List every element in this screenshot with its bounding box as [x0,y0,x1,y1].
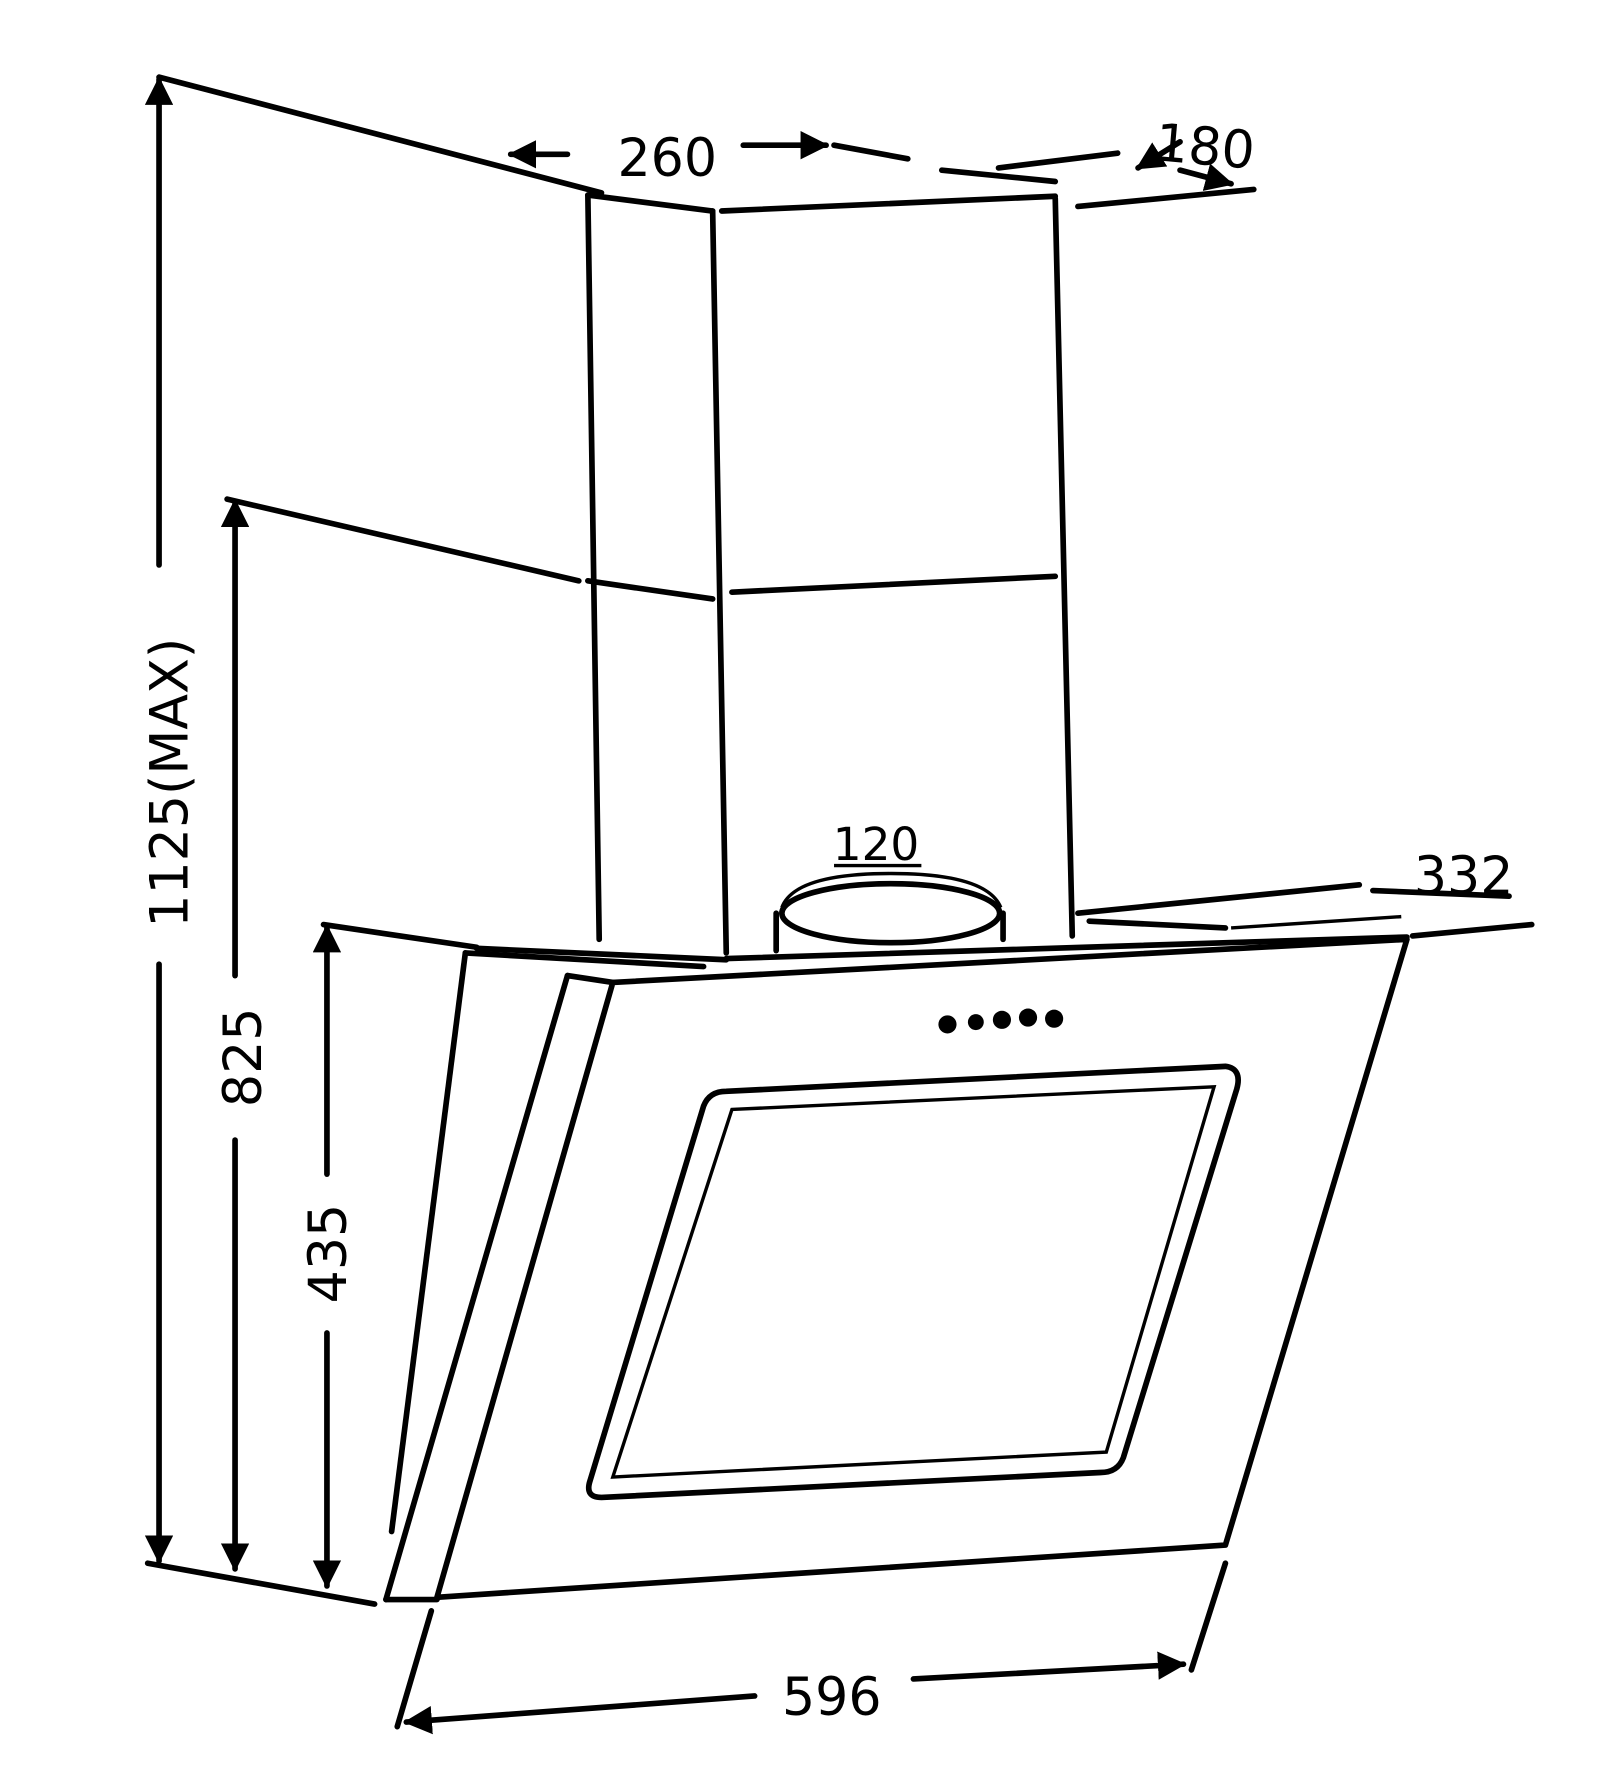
hood-width-dimension: 596 [394,1560,1229,1735]
glass-window [585,1063,1242,1501]
chimney-depth-label: 180 [1153,113,1257,181]
exhaust-duct: 120 [773,818,1006,954]
hood-depth-dimension: 332 [1075,847,1535,939]
lower-height-label: 825 [214,1007,274,1107]
control-button-4[interactable] [1018,1008,1038,1027]
chimney-width-label: 260 [617,129,717,189]
duct-diameter-label: 120 [833,818,920,871]
control-button-3[interactable] [992,1010,1012,1029]
chimney-depth-dimension: 180 [995,113,1257,210]
hood-body [383,934,1410,1603]
control-button-1[interactable] [938,1015,957,1034]
hood-width-label: 596 [782,1668,882,1728]
hood-depth-label: 332 [1414,847,1514,907]
total-height-label: 1125(MAX) [140,638,200,928]
total-height-dimension: 1125(MAX) [140,74,605,1564]
chimney [585,192,1076,956]
hood-height-dimension: 435 [299,921,480,1589]
hood-height-label: 435 [299,1204,359,1304]
control-buttons [938,1008,1064,1034]
chimney-width-dimension: 260 [507,129,1059,189]
glass-front-panel [434,936,1410,1601]
control-button-2[interactable] [967,1014,984,1031]
lower-height-dimension: 825 [214,496,582,1572]
control-button-5[interactable] [1045,1009,1064,1028]
